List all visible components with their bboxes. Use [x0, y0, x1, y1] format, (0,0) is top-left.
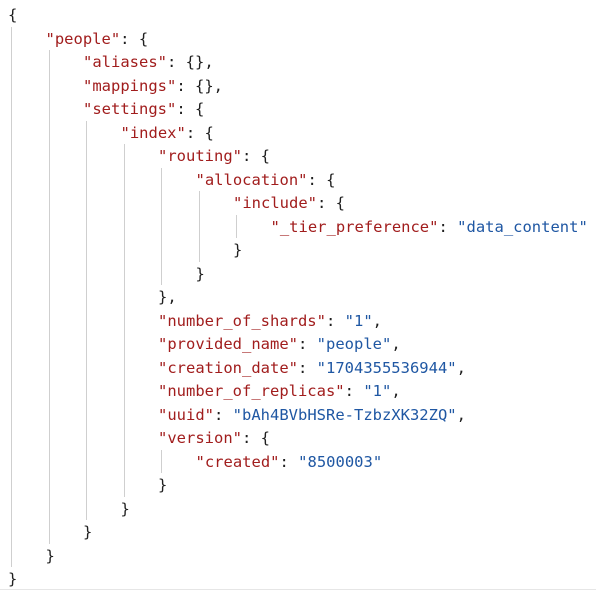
json-punctuation: }	[83, 523, 93, 541]
json-key: "mappings"	[83, 76, 177, 95]
json-colon: :	[344, 382, 364, 400]
json-line: }	[83, 520, 92, 544]
indent-guide	[48, 50, 50, 544]
json-punctuation: ,	[391, 382, 401, 400]
json-punctuation: : {	[176, 100, 205, 118]
json-punctuation: }	[120, 499, 130, 518]
json-punctuation: : {	[185, 123, 214, 142]
indent-guide	[86, 120, 87, 520]
json-line: "allocation": {	[196, 168, 336, 192]
indent-guide	[161, 167, 162, 285]
json-punctuation: : {	[317, 194, 345, 212]
json-line: },	[158, 285, 177, 309]
json-key: "settings"	[83, 100, 177, 118]
json-key: "number_of_shards"	[158, 311, 326, 330]
json-string-value: "bAh4BVbHSRe-TzbzXK32ZQ"	[232, 405, 457, 424]
json-line: "routing": {	[158, 144, 270, 168]
json-line: "aliases": {},	[83, 50, 214, 74]
json-line: "include": {	[233, 191, 345, 215]
json-punctuation: }	[233, 241, 243, 259]
indent-guide	[236, 214, 237, 238]
json-punctuation: },	[158, 288, 177, 306]
json-string-value: "people"	[316, 335, 392, 353]
json-string-value: "1"	[363, 382, 392, 400]
json-line: "created": "8500003"	[196, 450, 383, 474]
json-punctuation: : {},	[176, 76, 223, 95]
json-key: "version"	[158, 429, 242, 447]
json-punctuation: {	[8, 6, 18, 24]
json-key: "allocation"	[195, 170, 308, 189]
json-string-value: "1704355536944"	[316, 358, 457, 377]
indent-guide	[123, 144, 125, 497]
json-line: "mappings": {},	[83, 74, 223, 98]
json-colon: :	[297, 335, 317, 353]
indent-guide	[198, 191, 200, 262]
json-punctuation: : {},	[167, 53, 214, 71]
json-key: "index"	[120, 123, 186, 142]
json-line: "people": {	[46, 27, 149, 51]
json-punctuation: ,	[372, 311, 382, 330]
json-string-value: "data_content"	[457, 217, 588, 236]
json-key: "people"	[45, 29, 121, 48]
json-colon: :	[297, 358, 317, 377]
json-line: "number_of_replicas": "1",	[158, 379, 401, 403]
json-punctuation: : {	[120, 29, 149, 48]
indent-guide	[11, 26, 12, 567]
json-key: "_tier_preference"	[270, 217, 439, 236]
json-line: }	[46, 544, 55, 568]
json-line: "index": {	[121, 121, 214, 145]
json-punctuation: : {	[242, 147, 270, 165]
json-line: "number_of_shards": "1",	[158, 309, 382, 333]
json-key: "uuid"	[158, 405, 214, 424]
json-string-value: "8500003"	[298, 452, 383, 471]
json-punctuation: }	[45, 546, 55, 565]
json-line: }	[121, 497, 130, 521]
json-punctuation: }	[8, 570, 18, 588]
json-colon: :	[438, 217, 458, 236]
json-line: "settings": {	[83, 97, 204, 121]
json-line: "_tier_preference": "data_content"	[271, 215, 588, 239]
json-punctuation: ,	[391, 335, 401, 353]
json-line: }	[233, 238, 242, 262]
json-line: }	[196, 262, 205, 286]
json-colon: :	[279, 452, 299, 471]
json-punctuation: }	[195, 264, 205, 283]
json-line: "creation_date": "1704355536944",	[158, 356, 466, 380]
indent-guide	[161, 449, 162, 473]
json-punctuation: ,	[456, 405, 466, 424]
json-string-value: "1"	[344, 311, 373, 330]
json-key: "created"	[195, 452, 280, 471]
json-line: {	[8, 3, 17, 27]
json-key: "routing"	[158, 147, 242, 165]
json-punctuation: }	[158, 476, 168, 494]
json-line: "uuid": "bAh4BVbHSRe-TzbzXK32ZQ",	[158, 403, 466, 427]
json-key: "aliases"	[83, 53, 167, 71]
json-key: "creation_date"	[158, 358, 298, 377]
json-line: }	[158, 473, 167, 497]
json-line: }	[8, 567, 17, 591]
json-punctuation: : {	[307, 170, 336, 189]
json-key: "include"	[233, 194, 317, 212]
json-colon: :	[325, 311, 345, 330]
json-key: "number_of_replicas"	[158, 382, 345, 400]
json-key: "provided_name"	[158, 335, 298, 353]
json-line: "version": {	[158, 426, 270, 450]
json-punctuation: : {	[242, 429, 270, 447]
json-punctuation: ,	[456, 358, 466, 377]
json-colon: :	[214, 405, 233, 424]
json-line: "provided_name": "people",	[158, 332, 401, 356]
